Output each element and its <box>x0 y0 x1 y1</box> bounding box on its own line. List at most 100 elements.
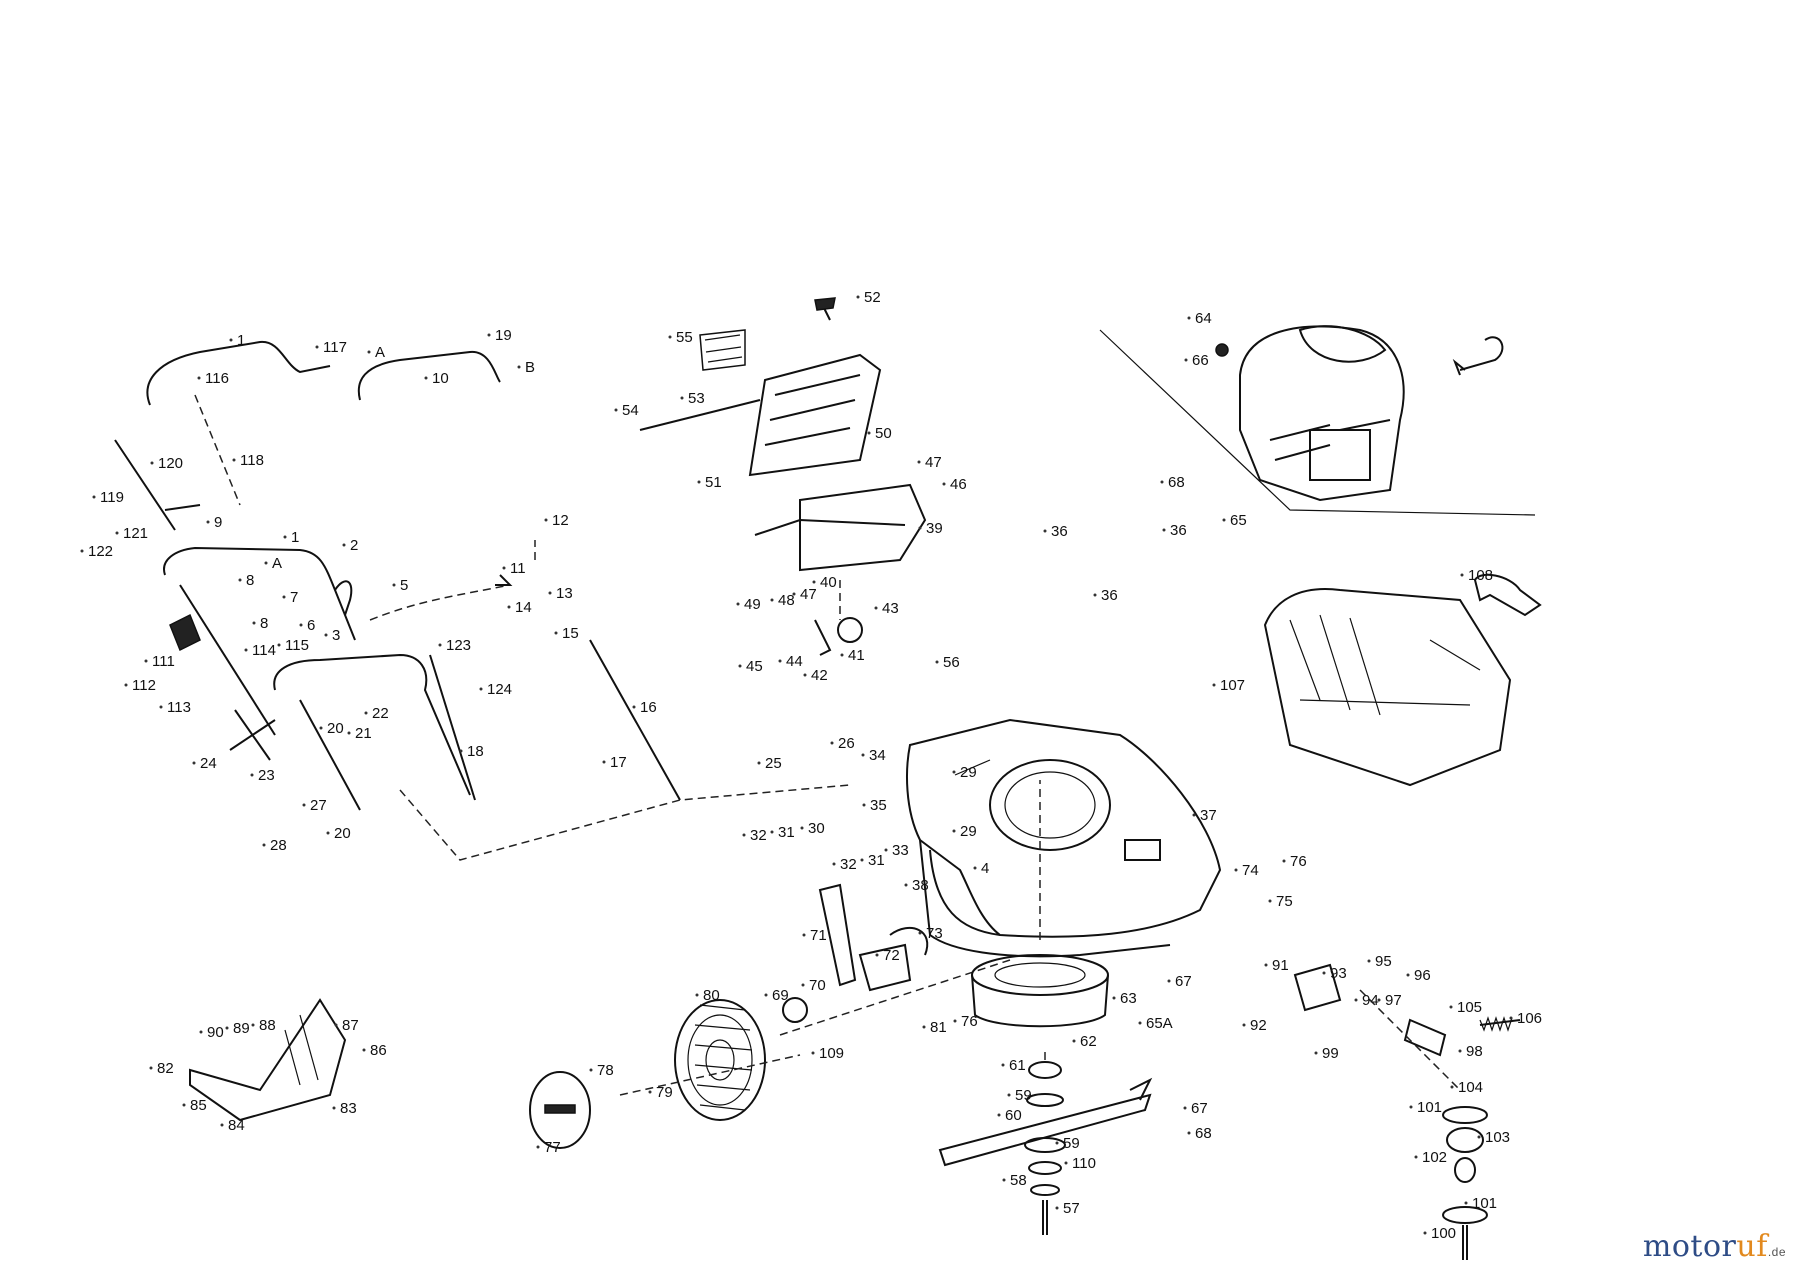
leader-dot <box>487 333 491 337</box>
leader-dot <box>502 566 506 570</box>
part-label: 38 <box>912 877 929 894</box>
part-label: 106 <box>1517 1010 1542 1027</box>
part-label: 11 <box>510 560 526 577</box>
leader-dot <box>778 659 782 663</box>
part-label: 20 <box>334 825 351 842</box>
leader-dot <box>856 295 860 299</box>
leader-dot <box>973 866 977 870</box>
leader-dot <box>315 345 319 349</box>
leader-dot <box>589 1068 593 1072</box>
part-label: A <box>375 344 385 361</box>
part-label: B <box>525 359 535 376</box>
part-label: 24 <box>200 755 217 772</box>
leader-dot <box>206 520 210 524</box>
part-label: 36 <box>1051 523 1068 540</box>
watermark-logo: motoruf.de <box>1643 1229 1786 1264</box>
part-label: 5 <box>400 577 408 594</box>
part-label: 57 <box>1063 1200 1080 1217</box>
leader-dot <box>840 653 844 657</box>
part-label: 76 <box>1290 853 1307 870</box>
leader-dot <box>192 761 196 765</box>
leader-dot <box>1184 358 1188 362</box>
part-label: 95 <box>1375 953 1392 970</box>
leader-dot <box>326 831 330 835</box>
part-label: 23 <box>258 767 275 784</box>
leader-dot <box>251 1023 255 1027</box>
leader-dot <box>424 376 428 380</box>
part-label: 17 <box>610 754 627 771</box>
leader-dot <box>299 623 303 627</box>
side-parts <box>189 963 1521 1260</box>
part-label: 105 <box>1457 999 1482 1016</box>
leader-dot <box>92 495 96 499</box>
leader-dot <box>1167 979 1171 983</box>
part-label: 114 <box>252 642 276 659</box>
part-label: 123 <box>446 637 471 654</box>
leader-dot <box>862 803 866 807</box>
part-label: 120 <box>158 455 183 472</box>
part-label: 61 <box>1009 1057 1026 1074</box>
leader-dot <box>1264 963 1268 967</box>
leader-dot <box>1354 998 1358 1002</box>
leader-dot <box>507 605 511 609</box>
leader-dot <box>1414 1155 1418 1159</box>
part-label: 32 <box>750 827 767 844</box>
part-label: 68 <box>1195 1125 1212 1142</box>
part-label: 47 <box>800 586 817 603</box>
leader-dot <box>935 660 939 664</box>
leader-dot <box>1222 518 1226 522</box>
part-label: 71 <box>810 927 827 944</box>
leader-dot <box>459 749 463 753</box>
part-label: 31 <box>868 852 885 869</box>
part-label: 58 <box>1010 1172 1027 1189</box>
part-label: 93 <box>1330 965 1347 982</box>
part-label: 101 <box>1472 1195 1497 1212</box>
leader-dot <box>830 741 834 745</box>
leader-dot <box>918 931 922 935</box>
part-label: 12 <box>552 512 569 529</box>
leader-dot <box>1192 813 1196 817</box>
part-label: 35 <box>870 797 887 814</box>
leader-dot <box>149 1066 153 1070</box>
part-label: 102 <box>1422 1149 1447 1166</box>
leader-dot <box>952 829 956 833</box>
leader-dot <box>262 843 266 847</box>
part-label: 59 <box>1015 1087 1032 1104</box>
part-label: 1 <box>291 529 299 546</box>
part-label: 20 <box>327 720 344 737</box>
part-label: 119 <box>100 489 124 506</box>
part-label: A <box>272 555 282 572</box>
leader-dot <box>1055 1141 1059 1145</box>
part-label: 84 <box>228 1117 245 1134</box>
part-label: 90 <box>207 1024 224 1041</box>
leader-dot <box>197 376 201 380</box>
part-label: 100 <box>1431 1225 1456 1242</box>
control-panel <box>639 297 927 656</box>
leader-dot <box>764 993 768 997</box>
leader-dot <box>115 531 119 535</box>
leader-dot <box>238 578 242 582</box>
leader-dot <box>695 993 699 997</box>
part-label: 1 <box>237 332 245 349</box>
part-label: 29 <box>960 764 977 781</box>
leader-dot <box>225 1026 229 1030</box>
part-label: 22 <box>372 705 389 722</box>
engine <box>1099 325 1536 516</box>
leader-dot <box>364 711 368 715</box>
part-label: 4 <box>981 860 989 877</box>
leader-dot <box>302 803 306 807</box>
part-label: 97 <box>1385 992 1402 1009</box>
part-label: 55 <box>676 329 693 346</box>
part-label: 10 <box>432 370 449 387</box>
leader-dot <box>1183 1106 1187 1110</box>
part-label: 31 <box>778 824 795 841</box>
leader-dot <box>1377 998 1381 1002</box>
part-label: 26 <box>838 735 855 752</box>
leader-dot <box>324 633 328 637</box>
part-label: 115 <box>285 637 309 654</box>
leader-dot <box>770 830 774 834</box>
leader-dot <box>244 648 248 652</box>
leader-dot <box>680 396 684 400</box>
part-label: 80 <box>703 987 720 1004</box>
leader-dot <box>544 518 548 522</box>
